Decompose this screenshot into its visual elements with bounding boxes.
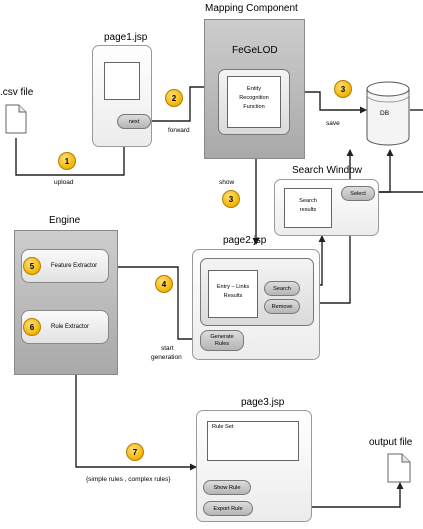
step-badge-feature: 5 [23, 257, 41, 275]
output-file-label: output file [369, 437, 413, 448]
search-results-box: Search results [284, 188, 332, 228]
rule-set-label: Rule Set [212, 424, 234, 430]
engine-title: Engine [49, 215, 81, 226]
next-button[interactable]: next [117, 114, 151, 129]
show-rule-button[interactable]: Show Rule [203, 480, 251, 495]
rule-extractor-box: Rule Extractor [21, 310, 109, 344]
rules-types-label: {simple rules , complex rules} [86, 476, 171, 483]
function-label-1: Entity [247, 86, 261, 92]
csv-file-icon [5, 104, 27, 134]
search-results-line1: Search [299, 198, 317, 204]
export-rule-button[interactable]: Export Rule [203, 501, 253, 516]
mapping-component-panel: FeGeLOD Entity Recognition Function [204, 19, 305, 159]
mapping-component-title: Mapping Component [205, 3, 298, 14]
page1-content-box [104, 62, 140, 100]
start-generation-line1: start [161, 345, 174, 352]
page3-title: page3.jsp [241, 397, 285, 408]
function-label-2: Recognition [239, 95, 269, 101]
engine-to-page3-arrow [75, 375, 197, 471]
db-cylinder-icon [366, 81, 410, 146]
search-window-title: Search Window [292, 165, 363, 176]
step-badge-generation: 4 [155, 275, 173, 293]
engine-panel: Feature Extractor Rule Extractor [14, 230, 118, 375]
entity-recognition-function-box: Entity Recognition Function [227, 76, 281, 128]
function-label-3: Function [243, 104, 265, 110]
step-badge-rule: 6 [23, 318, 41, 336]
save-label: save [326, 120, 340, 127]
rule-set-box: Rule Set [207, 421, 299, 461]
step-badge-forward: 2 [165, 89, 183, 107]
step-badge-rule-set: 7 [126, 443, 144, 461]
remove-button[interactable]: Remove [264, 299, 300, 314]
show-label: show [219, 179, 235, 186]
page2-title: page2.jsp [223, 235, 267, 246]
page2-panel: Entry – Links Results Search Remove Gene… [192, 249, 320, 360]
generate-rules-button[interactable]: Generate Rules [200, 330, 244, 351]
select-button[interactable]: Select [341, 186, 375, 201]
generate-to-engine-arrow [105, 263, 200, 340]
forward-label: forward [168, 127, 190, 134]
generate-rules-line1: Generate [210, 333, 234, 340]
save-arrow [303, 91, 367, 114]
page1-title: page1.jsp [104, 32, 148, 43]
step-badge-upload: 1 [58, 152, 76, 170]
upload-label: upload [54, 179, 74, 186]
rule-extractor-label: Rule Extractor [50, 324, 89, 330]
entry-links-results-line2: Results [223, 293, 243, 299]
search-results-line2: results [299, 207, 317, 213]
entry-links-results-box: Entry – Links Results [208, 270, 258, 318]
page1-panel: next [92, 45, 152, 147]
entry-links-results-line1: Entry – Links [216, 284, 250, 290]
search-button[interactable]: Search [264, 281, 300, 296]
csv-file-label: .csv file [0, 87, 34, 98]
page3-panel: Rule Set Show Rule Export Rule [196, 410, 312, 522]
feature-extractor-label: Feature Extractor [50, 263, 98, 269]
step-badge-show: 3 [222, 190, 240, 208]
output-file-icon [387, 453, 411, 483]
start-generation-line2: generation [151, 354, 182, 361]
step-badge-save: 3 [334, 80, 352, 98]
fegelod-title: FeGeLOD [232, 45, 278, 56]
search-window-panel: Search results Select [274, 179, 379, 236]
page2-results-panel: Entry – Links Results Search Remove [200, 258, 314, 326]
upload-arrow [15, 131, 128, 176]
forward-arrow [150, 83, 215, 122]
db-label: DB [380, 110, 390, 117]
generate-rules-line2: Rules [214, 340, 230, 347]
fegelod-panel: Entity Recognition Function [218, 69, 290, 135]
